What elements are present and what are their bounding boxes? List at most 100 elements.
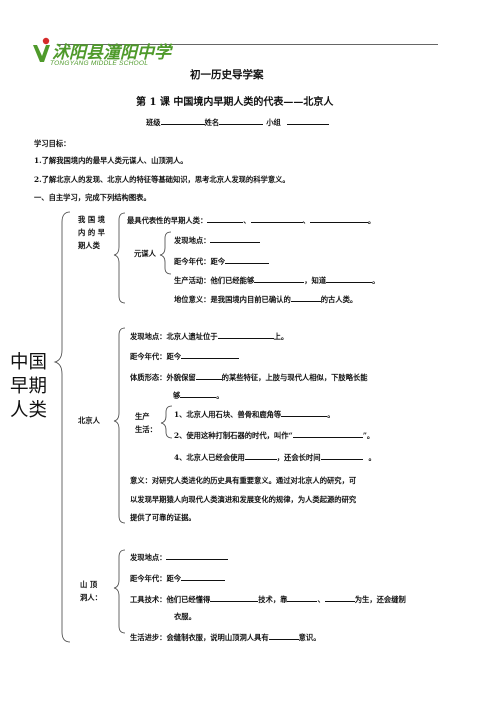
cave-site-line: 发现地点： xyxy=(130,551,229,563)
label-line: 期人类 xyxy=(78,241,100,250)
task-instruction: 一、自主学习，完成下列结构图表。 xyxy=(34,193,151,202)
activity-label-b: ，知道 xyxy=(304,276,327,285)
label-line: 内 的 早 xyxy=(78,228,105,237)
site-label-b: 上。 xyxy=(273,332,289,341)
site-label: 发现地点：北京人遗址位于 xyxy=(130,332,218,341)
status-label-b: 的古人类。 xyxy=(320,295,358,304)
label-line: 我 国 境 xyxy=(78,215,105,224)
tool-sep: 、 xyxy=(317,595,325,604)
section-peking-man-label: 北京人 xyxy=(78,416,100,425)
answer-blank[interactable] xyxy=(180,389,217,398)
class-blank[interactable] xyxy=(160,116,205,125)
yuanmou-status-line: 地位意义：是我国境内目前已确认的的古人类。 xyxy=(174,293,357,305)
class-name-group-line: 班级 姓名 小组 xyxy=(146,116,329,128)
peking-body-line-2: 够。 xyxy=(173,389,224,400)
tool-label-d: 为生，还会缝制 xyxy=(354,595,406,604)
answer-blank[interactable] xyxy=(309,214,368,223)
label-line: 生产 xyxy=(135,412,150,421)
root-label-line: 人类 xyxy=(10,400,48,421)
root-label-line: 早期 xyxy=(10,376,48,397)
school-logo-english: TONGYANG MIDDLE SCHOOL xyxy=(50,60,149,67)
prod-text: 2、使用这种打制石器的时代，叫作“ xyxy=(174,431,293,440)
cave-tool-line: 工具技术：他们已经懂得 技术，靠 、 为生，还会缝制 xyxy=(130,593,406,605)
peking-site-line: 发现地点：北京人遗址位于 上。 xyxy=(130,330,288,342)
prod-text-b: ”。 xyxy=(362,431,375,440)
site-label: 发现地点： xyxy=(174,236,211,245)
cave-life-line: 生活进步：会缝制衣服，说明山顶洞人具有 意识。 xyxy=(130,631,321,643)
answer-blank[interactable] xyxy=(250,214,303,223)
name-blank[interactable] xyxy=(219,116,264,125)
answer-blank[interactable] xyxy=(225,255,270,264)
answer-blank[interactable] xyxy=(210,593,259,602)
header-rule xyxy=(58,44,438,45)
representative-line: 最具代表性的早期人类：、、。 xyxy=(127,214,376,225)
age-label: 距今年代：距今 xyxy=(174,257,226,266)
site-label: 发现地点： xyxy=(130,553,167,562)
group-blank[interactable] xyxy=(286,116,329,125)
answer-blank[interactable] xyxy=(181,350,240,359)
peking-age-line: 距今年代：距今 xyxy=(130,350,240,362)
body-label-b: 的某些特征，上肢与现代人相似，下肢略长能 xyxy=(221,373,368,382)
answer-blank[interactable] xyxy=(292,429,363,438)
answer-blank[interactable] xyxy=(320,451,363,460)
yuanmou-label: 元谋人 xyxy=(134,249,156,258)
answer-blank[interactable] xyxy=(195,371,222,380)
school-logo-icon xyxy=(33,37,50,62)
body-label-c: 够 xyxy=(173,391,181,400)
prod-text: 4、北京人已经会使用 xyxy=(174,453,245,462)
age-label: 距今年代：距今 xyxy=(130,574,182,583)
answer-blank[interactable] xyxy=(166,551,229,560)
section-upper-cave-label: 山 顶 洞人： xyxy=(80,578,102,604)
production-item-2: 2、使用这种打制石器的时代，叫作“ ”。 xyxy=(174,429,374,441)
label-line: 生活： xyxy=(135,425,157,434)
activity-label: 生产活动：他们已经能够 xyxy=(174,276,255,285)
answer-blank[interactable] xyxy=(290,293,321,302)
body-label: 体质形态：外貌保留 xyxy=(130,373,196,382)
answer-blank[interactable] xyxy=(254,274,305,283)
cave-tool-line-2: 衣服。 xyxy=(174,612,196,621)
answer-blank[interactable] xyxy=(326,274,373,283)
group-label: 小组 xyxy=(266,118,281,127)
root-label: 中国 早期 人类 xyxy=(10,351,47,423)
answer-blank[interactable] xyxy=(268,631,299,640)
answer-blank[interactable] xyxy=(324,593,355,602)
production-item-1: 1、北京人用石块、兽骨和鹿角等。 xyxy=(174,408,335,419)
class-label: 班级 xyxy=(146,118,161,127)
name-label: 姓名 xyxy=(204,118,220,127)
peking-body-line: 体质形态：外貌保留 的某些特征，上肢与现代人相似，下肢略长能 xyxy=(130,371,368,383)
yuanmou-age-line: 距今年代：距今 xyxy=(174,255,270,267)
prod-text-b: ，还会长时间 xyxy=(276,453,321,462)
answer-blank[interactable] xyxy=(281,408,328,417)
representative-label: 最具代表性的早期人类： xyxy=(127,216,208,225)
meaning-line: 提供了可靠的证据。 xyxy=(130,513,196,522)
objective-item: 1.了解我国境内的最早人类元谋人、山顶洞人。 xyxy=(34,156,188,165)
section-early-humans-label: 我 国 境 内 的 早 期人类 xyxy=(78,213,105,252)
root-label-line: 中国 xyxy=(10,352,48,373)
life-label-b: 意识。 xyxy=(298,633,321,642)
production-label: 生产 生活： xyxy=(135,410,157,436)
label-line: 洞人： xyxy=(80,593,102,602)
life-label: 生活进步：会缝制衣服，说明山顶洞人具有 xyxy=(130,633,269,642)
objective-item: 2.了解北京人的发现、北京人的特征等基础知识，思考北京人发现的科学意义。 xyxy=(34,175,290,184)
cave-age-line: 距今年代：距今 xyxy=(130,572,226,584)
age-label: 距今年代：距今 xyxy=(130,352,182,361)
answer-blank[interactable] xyxy=(244,451,277,460)
objectives-heading: 学习目标： xyxy=(34,139,71,148)
yuanmou-site-line: 发现地点： xyxy=(174,234,261,246)
yuanmou-activity-line: 生产活动：他们已经能够，知道。 xyxy=(174,274,380,285)
meaning-line: 意义：对研究人类进化的历史具有重要意义。通过对北京人的研究，可 xyxy=(130,476,357,485)
lesson-title: 第 1 课 中国境内早期人类的代表——北京人 xyxy=(136,97,334,108)
page-title: 初一历史导学案 xyxy=(190,69,264,81)
production-item-4: 4、北京人已经会使用，还会长时间。 xyxy=(174,451,376,462)
peking-meaning: 意义：对研究人类进化的历史具有重要意义。通过对北京人的研究，可 以发现早期猿人向… xyxy=(130,472,356,528)
answer-blank[interactable] xyxy=(287,593,318,602)
prod-text: 1、北京人用石块、兽骨和鹿角等 xyxy=(174,410,282,419)
answer-blank[interactable] xyxy=(207,214,244,223)
answer-blank[interactable] xyxy=(217,330,274,339)
label-line: 山 顶 xyxy=(80,580,98,589)
tool-label: 工具技术：他们已经懂得 xyxy=(130,595,211,604)
answer-blank[interactable] xyxy=(181,572,226,581)
answer-blank[interactable] xyxy=(210,234,261,243)
tool-label-b: 技术，靠 xyxy=(258,595,288,604)
